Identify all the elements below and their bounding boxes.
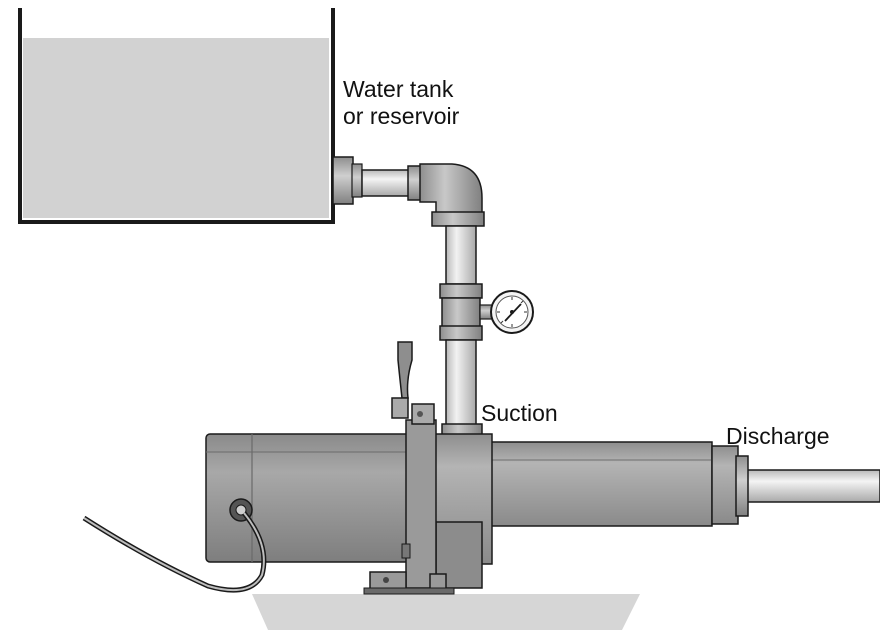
suction-label: Suction	[481, 400, 558, 426]
horizontal-pipe	[361, 169, 411, 197]
priming-lever-icon	[397, 341, 413, 399]
floor-base	[252, 594, 640, 630]
water-tank-label-line2: or reservoir	[343, 103, 460, 129]
pressure-gauge-icon	[490, 290, 534, 334]
pipe-elbow	[419, 163, 483, 215]
tank-outlet-fitting	[332, 156, 354, 205]
mounting-flange	[405, 419, 437, 589]
pump-motor	[205, 433, 413, 563]
discharge-label: Discharge	[726, 423, 830, 449]
tank-water	[23, 38, 329, 218]
tank-walls	[18, 8, 335, 224]
water-tank	[18, 8, 335, 224]
pump-barrel	[489, 441, 713, 527]
water-tank-label-line1: Water tank	[343, 76, 454, 102]
discharge-pipe	[739, 469, 880, 503]
vertical-pipe-lower	[445, 339, 477, 427]
pipe-tee-fitting	[439, 283, 483, 299]
vertical-pipe-upper	[445, 225, 477, 285]
water-tank-label: Water tank or reservoir	[343, 76, 459, 130]
